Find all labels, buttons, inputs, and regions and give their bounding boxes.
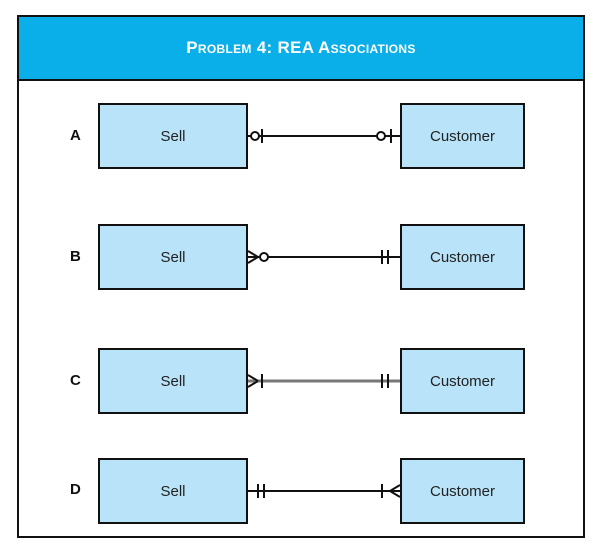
entity-sell-b: Sell	[98, 224, 248, 290]
association-d	[248, 484, 401, 498]
row-label-a: A	[70, 127, 81, 144]
entity-customer-a: Customer	[400, 103, 525, 169]
row-label-c: C	[70, 372, 81, 389]
association-a	[248, 129, 400, 143]
row-label-b: B	[70, 248, 81, 265]
association-c	[247, 374, 400, 388]
entity-sell-c: Sell	[98, 348, 248, 414]
entity-sell-a: Sell	[98, 103, 248, 169]
diagram-header: Problem 4: REA Associations	[19, 17, 583, 81]
association-b	[247, 250, 400, 264]
diagram-title: Problem 4: REA Associations	[186, 38, 416, 57]
row-label-d: D	[70, 481, 81, 498]
entity-customer-c: Customer	[400, 348, 525, 414]
entity-customer-d: Customer	[400, 458, 525, 524]
entity-customer-b: Customer	[400, 224, 525, 290]
entity-sell-d: Sell	[98, 458, 248, 524]
